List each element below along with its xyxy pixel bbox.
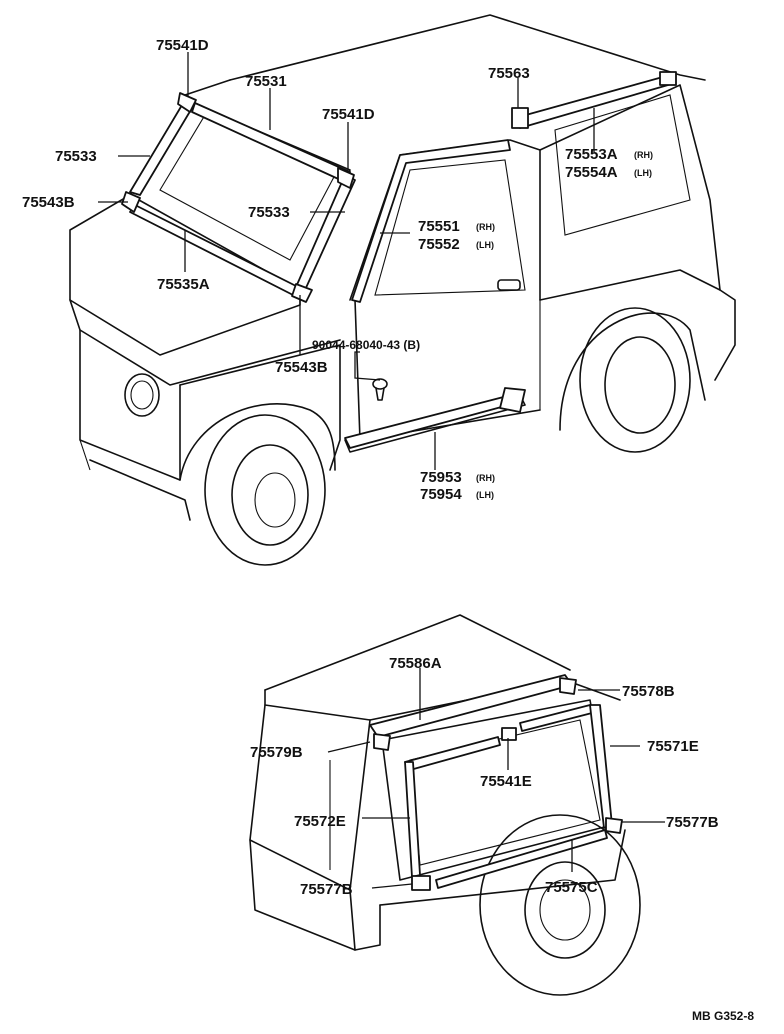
- label-75554A-side: (LH): [634, 168, 652, 178]
- label-75543B-bottom: 75543B: [275, 359, 328, 376]
- label-75553A-side: (RH): [634, 150, 653, 160]
- label-75551: 75551: [418, 218, 460, 235]
- label-75563: 75563: [488, 65, 530, 82]
- label-75551-side: (RH): [476, 222, 495, 232]
- leader-lines: [98, 52, 665, 889]
- label-75572E: 75572E: [294, 813, 346, 830]
- label-75543B-left: 75543B: [22, 194, 75, 211]
- label-75577B-left: 75577B: [300, 881, 353, 898]
- label-75575C: 75575C: [545, 879, 598, 896]
- label-75554A: 75554A: [565, 164, 618, 181]
- label-75541E: 75541E: [480, 773, 532, 790]
- label-75531: 75531: [245, 73, 287, 90]
- figure-code: MB G352-8: [692, 1009, 754, 1023]
- label-75541D-top-left: 75541D: [156, 37, 209, 54]
- label-75553A: 75553A: [565, 146, 618, 163]
- label-75552: 75552: [418, 236, 460, 253]
- label-75541D-top-right: 75541D: [322, 106, 375, 123]
- label-75586A: 75586A: [389, 655, 442, 672]
- vehicle-rear-view: [249, 614, 641, 996]
- windshield-moldings: [121, 92, 356, 303]
- label-75533-right: 75533: [248, 204, 290, 221]
- rear-window-moldings: [369, 674, 623, 891]
- label-75533-left: 75533: [55, 148, 97, 165]
- label-75953: 75953: [420, 469, 462, 486]
- label-75552-side: (LH): [476, 240, 494, 250]
- label-75578B: 75578B: [622, 683, 675, 700]
- clip-part: [372, 378, 388, 401]
- label-75577B-right: 75577B: [666, 814, 719, 831]
- label-75579B: 75579B: [250, 744, 303, 761]
- vehicle-front-view: [69, 14, 736, 566]
- label-75535A: 75535A: [157, 276, 210, 293]
- part-labels: 75541D 75531 75541D 75533 75543B 75533 7…: [22, 37, 754, 1023]
- label-90044-68040-43: 90044-68040-43 (B): [312, 338, 420, 352]
- door-and-roof-moldings: [344, 71, 677, 449]
- label-75571E: 75571E: [647, 738, 699, 755]
- label-75954-side: (LH): [476, 490, 494, 500]
- label-75954: 75954: [420, 486, 462, 503]
- label-75953-side: (RH): [476, 473, 495, 483]
